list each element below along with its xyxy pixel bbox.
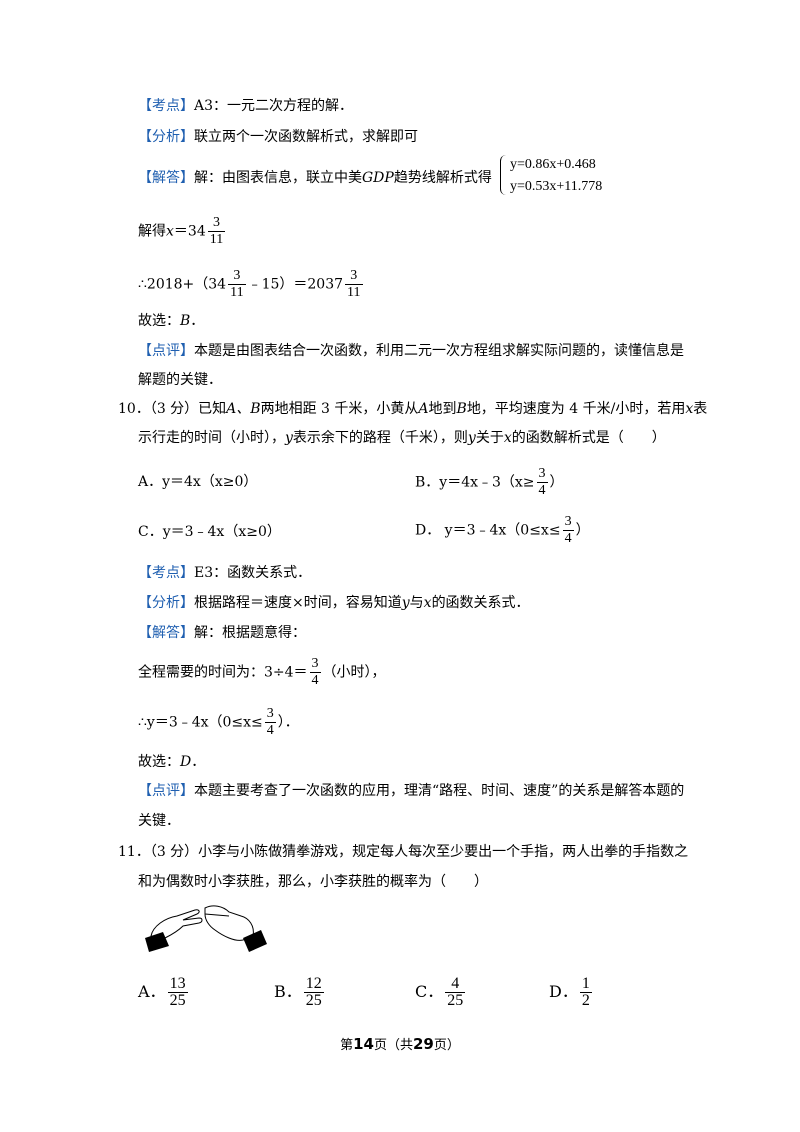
- q9-dianping: 【点评】本题是由图表结合一次函数，利用二元一次方程组求解实际问题的，读懂信息是: [138, 343, 684, 359]
- equation-2: y=0.53x+11.778: [510, 179, 603, 194]
- q9-dianping-cont: 解题的关键．: [138, 372, 222, 388]
- q10-stem-1: 10．（3 分）已知A、B两地相距 3 千米，小黄从A地到B地，平均速度为 4 …: [118, 401, 708, 417]
- q10-stem-2: 示行走的时间（小时），y表示余下的路程（千米），则y关于x的函数解析式是（ ）: [138, 430, 666, 446]
- q10-dianping: 【点评】本题主要考查了一次函数的应用，理清“路程、时间、速度”的关系是解答本题的: [138, 783, 685, 799]
- fenxi-tag: 【分析】: [138, 129, 194, 145]
- fenxi-tag: 【分析】: [138, 595, 194, 611]
- q10-answer: 故选：D．: [138, 754, 206, 770]
- page-number: 14: [353, 1035, 374, 1053]
- jieda-tag: 【解答】: [138, 625, 194, 641]
- q11-stem-2: 和为偶数时小李获胜，那么，小李获胜的概率为（ ）: [138, 874, 488, 890]
- dianping-tag: 【点评】: [138, 783, 194, 799]
- q10-jieda: 【解答】解：根据题意得：: [138, 625, 306, 641]
- equation-system: y=0.86x+0.468 y=0.53x+11.778: [500, 155, 640, 199]
- q10-fenxi: 【分析】根据路程＝速度×时间，容易知道y与x的函数关系式．: [138, 595, 530, 611]
- q9-fenxi: 【分析】联立两个一次函数解析式，求解即可: [138, 129, 418, 145]
- page-footer: 第14页（共29页）: [340, 1035, 460, 1053]
- q10-dianping-cont: 关键．: [138, 813, 180, 829]
- brace: [500, 155, 509, 195]
- total-pages: 29: [413, 1035, 434, 1053]
- kaodian-tag: 【考点】: [138, 565, 194, 581]
- q9-jieda: 【解答】解：由图表信息，联立中美GDP趋势线解析式得: [138, 170, 492, 186]
- q10-option-a[interactable]: A．y＝4x（x≥0）: [138, 474, 258, 490]
- q10-option-c[interactable]: C．y＝3﹣4x（x≥0）: [138, 524, 281, 540]
- dianping-tag: 【点评】: [138, 343, 194, 359]
- jieda-tag: 【解答】: [138, 170, 194, 186]
- q9-kaodian: 【考点】A3：一元二次方程的解．: [138, 98, 354, 114]
- hands-illustration: [145, 905, 267, 952]
- equation-1: y=0.86x+0.468: [510, 157, 596, 172]
- kaodian-tag: 【考点】: [138, 98, 194, 114]
- q11-stem-1: 11．（3 分）小李与小陈做猜拳游戏，规定每人每次至少要出一个手指，两人出拳的手…: [118, 844, 689, 860]
- q10-kaodian: 【考点】E3：函数关系式．: [138, 565, 312, 581]
- q9-answer: 故选：B．: [138, 313, 205, 329]
